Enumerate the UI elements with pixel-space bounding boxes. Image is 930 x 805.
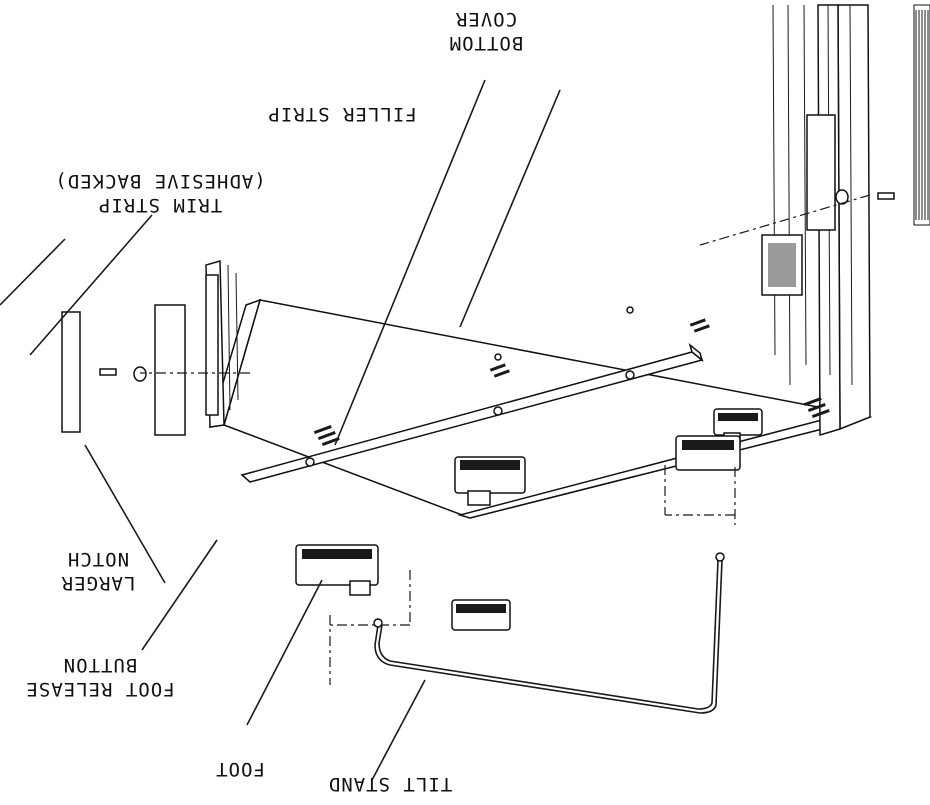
- filler-strip-part: [240, 342, 704, 483]
- left-side-panel: [837, 4, 871, 431]
- labels: BOTTOM COVER FILLER STRIP TRIM STRIP (AD…: [25, 8, 523, 795]
- leader-lines: [0, 79, 561, 781]
- filler-strip-end: [688, 342, 704, 363]
- hatched-wall: [913, 4, 930, 226]
- cabinet-body: [205, 4, 873, 519]
- foot-5: [295, 544, 379, 596]
- feet: [295, 408, 763, 685]
- bottom-cover-plate: [223, 299, 871, 519]
- tilt-stand-wire: [374, 559, 723, 714]
- rotated-drawing: [0, 4, 930, 781]
- tilt-stand-part: [373, 552, 725, 714]
- trim-side-plate: [154, 304, 186, 436]
- foot-4: [451, 599, 511, 631]
- label-larger-notch-1: LARGER: [61, 572, 136, 594]
- trim-strip: [61, 311, 81, 433]
- label-filler-strip: FILLER STRIP: [267, 103, 416, 125]
- label-bottom-cover-1: BOTTOM: [449, 32, 524, 54]
- label-foot-release-1: FOOT RELEASE: [25, 678, 174, 700]
- rear-bracket: [699, 4, 930, 296]
- label-foot: FOOT: [215, 758, 265, 780]
- trim-strip-part: [61, 304, 250, 436]
- cover-marks: [313, 306, 830, 447]
- right-side-slot: [205, 274, 219, 416]
- label-tilt-stand: TILT STAND: [328, 773, 452, 795]
- foot-1: [713, 408, 763, 446]
- label-foot-release-2: BUTTON: [63, 654, 138, 676]
- label-trim-strip-1: TRIM STRIP: [98, 194, 222, 216]
- label-larger-notch-2: NOTCH: [67, 548, 129, 570]
- foot-2: [454, 456, 526, 506]
- label-trim-strip-2: (ADHESIVE BACKED): [54, 170, 265, 192]
- foot-3: [675, 435, 741, 471]
- label-bottom-cover-2: COVER: [455, 8, 517, 30]
- rear-bracket-plate: [806, 114, 836, 231]
